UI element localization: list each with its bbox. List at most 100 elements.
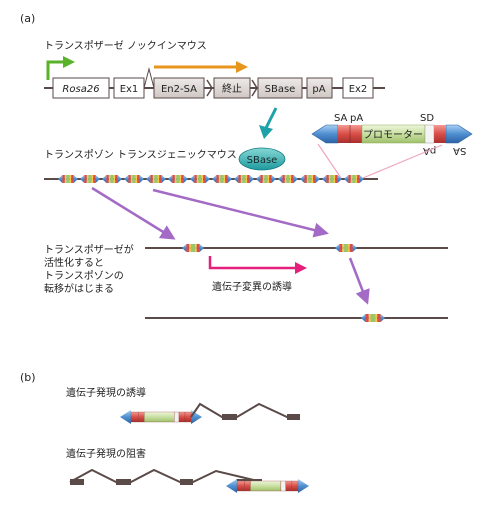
array-unit-segment <box>284 175 287 183</box>
sbase-enzyme <box>238 147 286 171</box>
array-unit-left-itr <box>190 175 195 183</box>
array-unit-segment <box>71 175 74 183</box>
transposon-pa-block <box>350 125 362 143</box>
stop-label: 終止 <box>222 82 242 95</box>
ex1-label: Ex1 <box>120 84 139 95</box>
sbase-gene-box <box>257 77 303 99</box>
array-unit-segment <box>242 175 246 183</box>
insert-1-segment <box>196 244 200 252</box>
array-unit-segment <box>267 175 270 183</box>
inhibition-cassette-segment <box>285 480 293 492</box>
induction-cassette-segment <box>130 411 139 423</box>
rosa26-promoter-arrowhead <box>63 56 75 68</box>
array-unit-segment <box>304 175 307 183</box>
array-unit-segment <box>196 175 199 183</box>
array-unit-segment <box>216 175 219 183</box>
insert-3-segment <box>370 314 376 322</box>
transposase-mouse-title: トランスポザーゼ ノックインマウス <box>44 41 207 52</box>
array-unit-segment <box>355 175 358 183</box>
array-unit-segment <box>113 175 116 183</box>
array-unit-segment <box>69 175 72 183</box>
array-unit-right-itr <box>315 175 320 183</box>
activation-line-1: トランスポザーゼが <box>44 245 134 256</box>
expression-induction-label: 遺伝子発現の誘導 <box>66 388 146 399</box>
expression-inhibition-label: 遺伝子発現の阻害 <box>66 449 146 460</box>
array-unit-left-itr <box>80 175 85 183</box>
array-unit-right-itr <box>293 175 298 183</box>
array-unit-segment <box>137 175 140 183</box>
en2sa-label: En2-SA <box>161 84 197 95</box>
inhibition-cassette-segment <box>291 480 299 492</box>
insert-2-segment <box>348 244 350 252</box>
array-unit-segment <box>311 175 314 183</box>
pa-label: pA <box>312 84 325 95</box>
insert-2-segment <box>343 244 349 252</box>
array-unit-left-itr <box>146 175 151 183</box>
array-unit-segment <box>179 175 182 183</box>
en2sa-box <box>153 77 205 99</box>
array-unit-segment <box>203 175 206 183</box>
inhibition-cassette-left-itr <box>226 479 237 493</box>
array-unit-segment <box>357 175 360 183</box>
sbase-enzyme-label: SBase <box>247 155 278 166</box>
array-unit-segment <box>240 175 243 183</box>
array-unit-right-itr <box>359 175 364 183</box>
array-unit-right-itr <box>139 175 144 183</box>
inhibition-cassette-segment <box>244 480 251 492</box>
array-unit-segment <box>128 175 131 183</box>
array-unit-right-itr <box>271 175 276 183</box>
array-unit-segment <box>352 175 356 183</box>
insert-3-segment <box>368 314 371 322</box>
array-unit-segment <box>88 175 92 183</box>
array-unit-segment <box>289 175 292 183</box>
array-unit-right-itr <box>117 175 122 183</box>
array-unit-left-itr <box>278 175 283 183</box>
array-unit-segment <box>66 175 70 183</box>
array-unit-left-itr <box>102 175 107 183</box>
transposon-sd-block <box>424 124 435 144</box>
insert-1-segment <box>189 244 191 252</box>
inhibition-cassette-right-itr <box>298 479 309 493</box>
induction-cassette-segment <box>184 411 192 423</box>
insert-3-segment <box>365 314 369 322</box>
expression-arrowhead <box>259 125 273 139</box>
array-unit-segment <box>220 175 224 183</box>
array-unit-segment <box>350 175 353 183</box>
array-unit-segment <box>150 175 153 183</box>
expression-arrow <box>264 107 278 129</box>
array-unit-segment <box>326 175 329 183</box>
array-unit-left-itr <box>168 175 173 183</box>
induction-gene-structure <box>190 402 300 418</box>
array-unit-segment <box>223 175 226 183</box>
rosa26-box <box>52 77 110 99</box>
array-unit-right-itr <box>73 175 78 183</box>
panel-a-label: (a) <box>20 12 36 25</box>
array-unit-segment <box>62 175 65 183</box>
array-unit-segment <box>262 175 265 183</box>
stop-box <box>213 77 251 99</box>
array-unit-segment <box>247 175 250 183</box>
transposon-promoter-label: プロモーター <box>363 129 423 141</box>
inhibition-exon-1 <box>70 479 84 485</box>
array-unit-segment <box>269 175 272 183</box>
array-unit-segment <box>335 175 338 183</box>
array-unit-segment <box>106 175 109 183</box>
transposon-left-itr <box>311 124 339 144</box>
insert-2-left-itr <box>335 244 340 252</box>
insert-2-segment <box>339 244 343 252</box>
inhibition-cassette-segment <box>250 480 282 492</box>
activation-line-2: 活性化すると <box>44 258 104 269</box>
insert-1-segment <box>190 244 196 252</box>
array-unit-segment <box>291 175 294 183</box>
pa-box <box>306 77 333 99</box>
inserted-transposon-2 <box>335 244 357 252</box>
inhibition-exon-3 <box>180 479 193 485</box>
array-unit-segment <box>172 175 175 183</box>
transposon-red-right-1 <box>434 125 440 143</box>
array-unit-left-itr <box>322 175 327 183</box>
array-unit-segment <box>91 175 94 183</box>
array-unit-left-itr <box>234 175 239 183</box>
transposition-arrow-1 <box>91 186 176 240</box>
array-unit-segment <box>348 175 351 183</box>
